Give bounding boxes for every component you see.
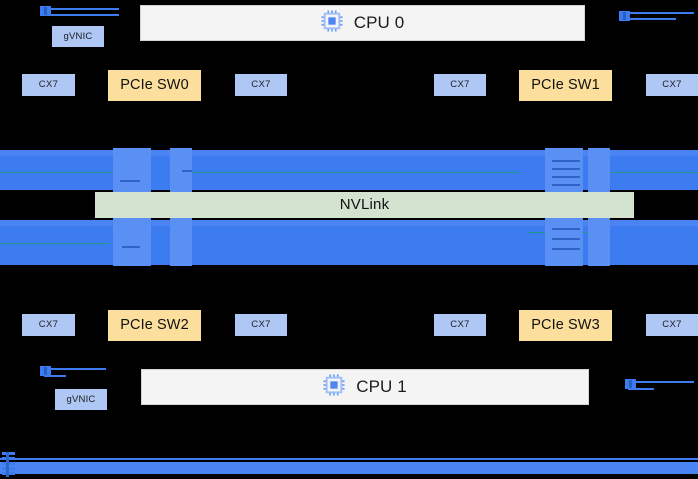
top-left-link-rail	[44, 8, 119, 10]
cpu-1-label: CPU 1	[356, 377, 407, 397]
top-right-link-icon-notch	[623, 12, 626, 20]
bottom-left-link-rail-2	[44, 375, 66, 377]
top-left-link-rail-2	[44, 14, 119, 16]
cx7-label-7: CX7	[662, 319, 682, 331]
gvnic-bottom-label: gVNIC	[66, 393, 96, 405]
gpu-node-lower-detail-1	[122, 246, 140, 248]
gpu-node-upper-d	[588, 148, 610, 192]
pcie-sw0-box[interactable]: PCIe SW0	[108, 70, 201, 101]
bottom-left-link-icon-notch	[44, 367, 47, 375]
gpu-node-upper-detail-6	[552, 184, 580, 186]
top-left-link-icon-notch	[44, 7, 47, 15]
cpu-chip-icon	[321, 10, 343, 36]
cpu-chip-icon	[323, 374, 345, 400]
pcie-sw1-label: PCIe SW1	[531, 76, 600, 93]
cx7-label-3: CX7	[662, 79, 682, 91]
pcie-sw2-box[interactable]: PCIe SW2	[108, 310, 201, 341]
gpu-node-lower-a	[113, 218, 151, 266]
cx7-label-0: CX7	[38, 79, 59, 91]
gpu-node-upper-detail-2	[182, 170, 192, 172]
cpu-0-box[interactable]: CPU 0	[140, 5, 585, 41]
cx7-box-7[interactable]: CX7	[646, 314, 698, 336]
gvnic-bottom-box[interactable]: gVNIC	[55, 389, 107, 410]
cx7-label-1: CX7	[251, 79, 271, 91]
top-right-link-rail-2	[622, 18, 676, 20]
gpu-node-lower-detail-4	[552, 248, 580, 250]
pcie-sw2-label: PCIe SW2	[120, 316, 189, 333]
cx7-box-4[interactable]: CX7	[22, 314, 75, 336]
gpu-node-lower-b	[170, 218, 192, 266]
pcie-sw1-box[interactable]: PCIe SW1	[519, 70, 612, 101]
gpu-link-line-upper-left	[0, 172, 140, 173]
cx7-box-3[interactable]: CX7	[646, 74, 698, 96]
nvlink-box[interactable]: NVLink	[95, 192, 634, 218]
gpu-link-line-upper-right	[596, 172, 698, 173]
gpu-node-upper-detail-4	[552, 168, 580, 170]
gpu-node-lower-detail-2	[552, 228, 580, 230]
gpu-node-lower-c	[545, 218, 583, 266]
bottom-right-link-rail	[628, 381, 694, 383]
cx7-label-5: CX7	[251, 319, 271, 331]
cx7-label-6: CX7	[450, 319, 470, 331]
bottom-fabric-rule	[0, 458, 698, 460]
cpu-0-label: CPU 0	[353, 13, 405, 33]
bottom-right-link-icon-notch	[629, 380, 632, 388]
gpu-node-lower-detail-3	[552, 238, 580, 240]
gpu-node-upper-b	[170, 148, 192, 192]
cx7-box-1[interactable]: CX7	[235, 74, 287, 96]
cx7-label-4: CX7	[38, 319, 59, 331]
gpu-link-line-lower-left	[0, 243, 110, 244]
nvlink-label: NVLink	[339, 196, 390, 214]
pcie-sw3-label: PCIe SW3	[531, 316, 600, 333]
gpu-fabric-band-upper-top-edge	[0, 150, 698, 156]
cx7-box-0[interactable]: CX7	[22, 74, 75, 96]
gvnic-top-label: gVNIC	[63, 30, 93, 42]
gvnic-top-box[interactable]: gVNIC	[52, 26, 104, 47]
gpu-node-upper-a	[113, 148, 151, 192]
gpu-fabric-band-lower-top-edge	[0, 220, 698, 226]
pcie-sw0-label: PCIe SW0	[120, 76, 189, 93]
cpu-1-box[interactable]: CPU 1	[141, 369, 589, 405]
top-right-link-rail	[622, 12, 694, 14]
cx7-label-2: CX7	[450, 79, 470, 91]
cx7-box-2[interactable]: CX7	[434, 74, 486, 96]
bottom-fabric-bar	[0, 462, 698, 474]
pcie-sw3-box[interactable]: PCIe SW3	[519, 310, 612, 341]
gpu-link-line-upper-mid	[190, 172, 520, 173]
bottom-left-link-rail	[44, 368, 106, 370]
bottom-fabric-icon	[2, 452, 28, 478]
gpu-node-lower-d	[588, 218, 610, 266]
cx7-box-5[interactable]: CX7	[235, 314, 287, 336]
cx7-box-6[interactable]: CX7	[434, 314, 486, 336]
gpu-node-upper-detail-3	[552, 160, 580, 162]
gpu-node-upper-detail-5	[552, 176, 580, 178]
bottom-right-link-rail-2	[628, 388, 654, 390]
gpu-node-upper-detail-1	[120, 180, 140, 182]
